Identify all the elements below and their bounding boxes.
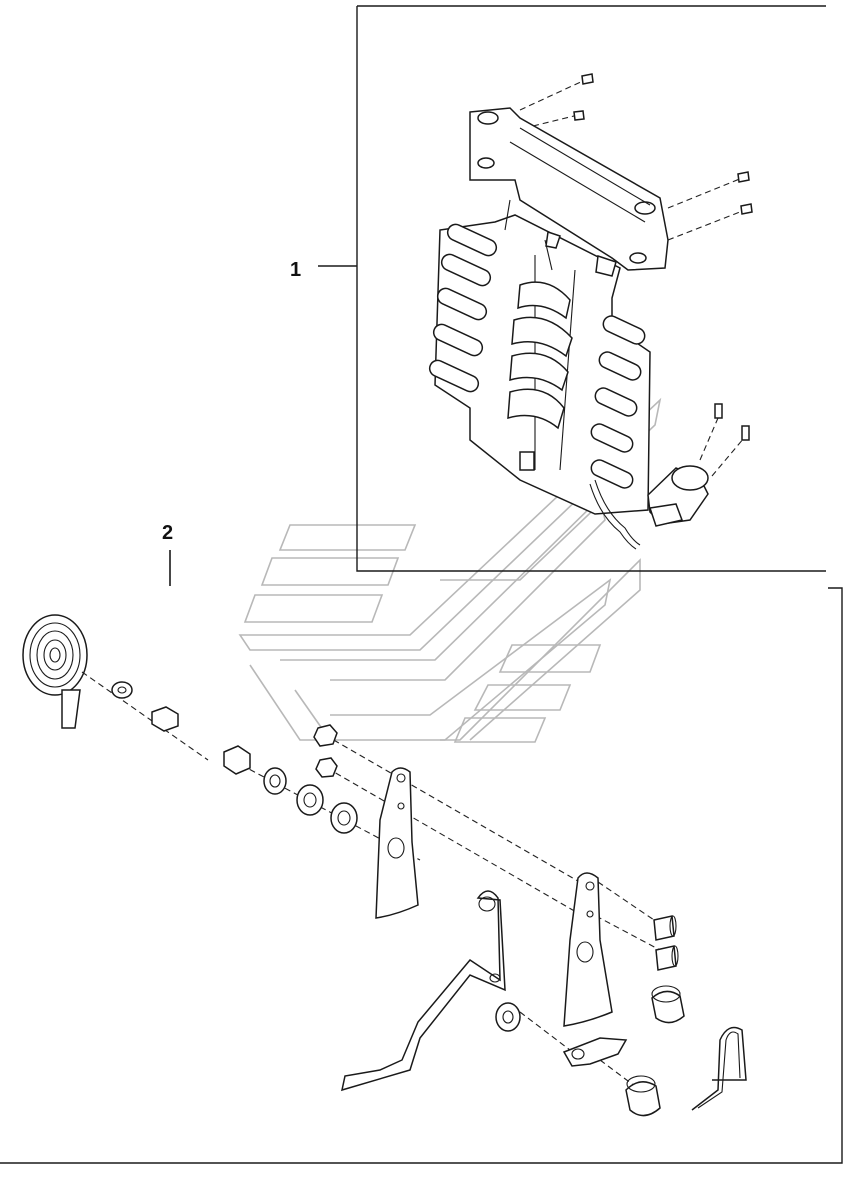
heater-slots-left <box>428 223 498 393</box>
callout-1-label: 1 <box>290 259 301 281</box>
hex-nut-and-washers <box>223 745 421 861</box>
return-spring-clip <box>691 1026 747 1111</box>
heater-element-coil <box>507 231 617 471</box>
bushing-lower <box>625 1075 661 1117</box>
small-nuts <box>313 724 591 921</box>
callout-1: 1 <box>290 259 357 281</box>
lever-plate-rear <box>563 872 661 1027</box>
coil-spring <box>22 614 88 729</box>
heater-bracket <box>469 107 669 271</box>
spring-washer-and-nut <box>81 671 209 761</box>
pedal-arm <box>341 890 506 1092</box>
thermostat-switch <box>589 403 750 550</box>
clevis-pins <box>653 915 679 971</box>
assembly-1-frame <box>356 5 826 572</box>
callout-2-label: 2 <box>162 522 173 544</box>
link-arm-and-washer <box>495 1002 641 1091</box>
heater-slots-right <box>590 315 646 489</box>
callout-2: 2 <box>162 522 173 586</box>
bracket-screws <box>519 73 753 241</box>
assembly-2-frame <box>0 587 843 1164</box>
bushing-upper <box>651 985 685 1024</box>
lever-plate-front <box>375 767 419 919</box>
